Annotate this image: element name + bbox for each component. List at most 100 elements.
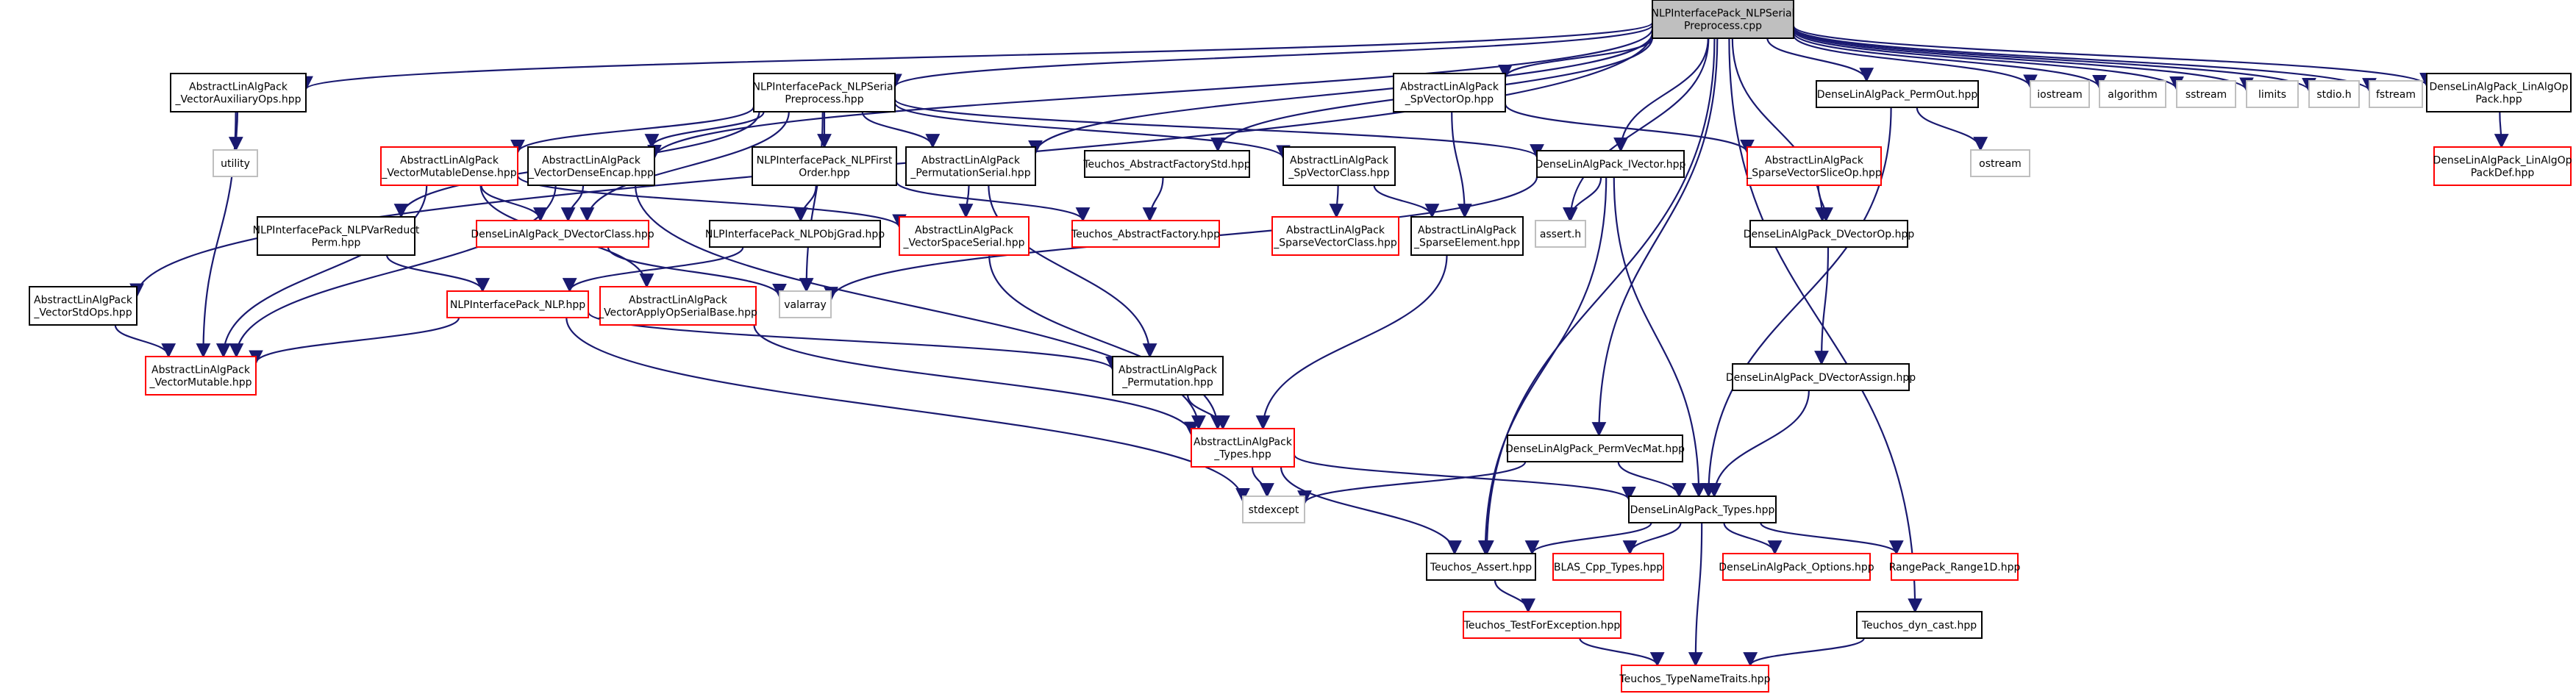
node-box (753, 73, 896, 112)
edge-sparseelem-to-types (1255, 254, 1448, 430)
edge-root-to-auxops (299, 21, 1654, 91)
node-label: NLPInterfacePack_NLPVarReduct (253, 225, 420, 237)
edge-root-to-tassert (1480, 37, 1716, 555)
node-label: _VectorAuxiliaryOps.hpp (175, 94, 302, 106)
node-utility[interactable]: utility (213, 149, 258, 177)
node-spvecclass[interactable]: AbstractLinAlgPack_SpVectorClass.hpp (1282, 146, 1396, 186)
node-spvecop[interactable]: AbstractLinAlgPack_SpVectorOp.hpp (1393, 73, 1506, 112)
node-label: PackDef.hpp (2471, 168, 2535, 179)
node-label: Preprocess.cpp (1684, 21, 1762, 32)
edge-root-to-dvectorop (1731, 37, 1830, 222)
node-box (709, 220, 881, 248)
node-label: limits (2258, 89, 2286, 101)
node-sparsevecclass[interactable]: AbstractLinAlgPack_SparseVectorClass.hpp (1271, 216, 1399, 256)
edge-spvecop-to-sparseelem (1451, 111, 1472, 218)
node-label: DenseLinAlgPack_DVectorClass.hpp (471, 229, 654, 240)
node-sstream[interactable]: sstream (2176, 80, 2236, 108)
node-label: Perm.hpp (312, 237, 361, 249)
node-vmutdense[interactable]: AbstractLinAlgPack_VectorMutableDense.hp… (380, 146, 518, 186)
node-box (905, 146, 1036, 186)
node-absfacstd[interactable]: Teuchos_AbstractFactoryStd.hpp (1082, 150, 1251, 178)
node-label: AbstractLinAlgPack (1286, 225, 1385, 237)
edge-spvecclass-to-sparsevecclass (1329, 185, 1344, 218)
node-dltypes[interactable]: DenseLinAlgPack_Types.hpp (1628, 496, 1777, 523)
node-fstream[interactable]: fstream (2369, 80, 2423, 108)
node-dvassign[interactable]: DenseLinAlgPack_DVectorAssign.hpp (1726, 363, 1916, 391)
node-applyop[interactable]: AbstractLinAlgPack_VectorApplyOpSerialBa… (598, 286, 757, 326)
node-tassert[interactable]: Teuchos_Assert.hpp (1426, 553, 1536, 581)
node-label: AbstractLinAlgPack (1194, 437, 1293, 448)
node-label: AbstractLinAlgPack (629, 295, 728, 307)
node-iostream[interactable]: iostream (2030, 80, 2090, 108)
node-auxops[interactable]: AbstractLinAlgPack_VectorAuxiliaryOps.hp… (170, 73, 307, 112)
node-label: DenseLinAlgPack_DVectorAssign.hpp (1726, 372, 1916, 384)
node-absfactory[interactable]: Teuchos_AbstractFactory.hpp (1071, 220, 1220, 248)
node-types[interactable]: AbstractLinAlgPack_Types.hpp (1191, 428, 1295, 468)
node-label: DenseLinAlgPack_LinAlgOp (2433, 155, 2572, 167)
node-label: AbstractLinAlgPack (542, 155, 641, 167)
edge-ivector-to-tassert (1477, 176, 1608, 555)
node-permutation[interactable]: AbstractLinAlgPack_Permutation.hpp (1112, 356, 1224, 396)
node-label: NLPInterfacePack_NLPSerial (1652, 8, 1795, 20)
node-vmutable[interactable]: AbstractLinAlgPack_VectorMutable.hpp (145, 356, 257, 396)
node-box (1747, 146, 1882, 186)
node-box (2433, 146, 2572, 186)
node-label: AbstractLinAlgPack (915, 225, 1014, 237)
node-range1d[interactable]: RangePack_Range1D.hpp (1889, 553, 2021, 581)
node-stdexcept[interactable]: stdexcept (1242, 496, 1305, 523)
node-dloptions[interactable]: DenseLinAlgPack_Options.hpp (1719, 553, 1874, 581)
node-vspaceserial[interactable]: AbstractLinAlgPack_VectorSpaceSerial.hpp (899, 216, 1030, 256)
node-dvectorclass[interactable]: DenseLinAlgPack_DVectorClass.hpp (471, 220, 654, 248)
node-algorithm[interactable]: algorithm (2099, 80, 2166, 108)
node-box (476, 220, 649, 248)
node-label: BLAS_Cpp_Types.hpp (1554, 562, 1663, 573)
node-typenametraits[interactable]: Teuchos_TypeNameTraits.hpp (1619, 665, 1771, 693)
node-asserth[interactable]: assert.h (1535, 220, 1586, 248)
edge-root-to-ivector (1613, 37, 1709, 152)
node-stdio[interactable]: stdio.h (2308, 80, 2360, 108)
node-box (380, 146, 518, 186)
node-label: NLPInterfacePack_NLPSerial (753, 82, 896, 93)
edge-serialhpp-to-valarray (799, 111, 824, 293)
node-ivector[interactable]: DenseLinAlgPack_IVector.hpp (1535, 150, 1686, 178)
node-dvectorop[interactable]: DenseLinAlgPack_DVectorOp.hpp (1744, 220, 1915, 248)
node-limits[interactable]: limits (2246, 80, 2299, 108)
node-permvecmat[interactable]: DenseLinAlgPack_PermVecMat.hpp (1505, 434, 1685, 462)
node-label: DenseLinAlgPack_LinAlgOp (2429, 82, 2568, 93)
node-label: AbstractLinAlgPack (921, 155, 1021, 167)
node-ostream[interactable]: ostream (1970, 149, 2030, 177)
node-label: stdio.h (2316, 89, 2351, 101)
edge-spvecop-to-sparsesliceop (1504, 103, 1755, 154)
node-blas[interactable]: BLAS_Cpp_Types.hpp (1552, 553, 1664, 581)
edge-dvassign-to-dltypes (1707, 390, 1810, 498)
node-permserial[interactable]: AbstractLinAlgPack_PermutationSerial.hpp (905, 146, 1036, 186)
node-box (1749, 220, 1908, 248)
node-sparsesliceop[interactable]: AbstractLinAlgPack_SparseVectorSliceOp.h… (1746, 146, 1882, 186)
node-testexc[interactable]: Teuchos_TestForException.hpp (1463, 611, 1621, 639)
node-label: DenseLinAlgPack_DVectorOp.hpp (1744, 229, 1915, 240)
node-box (446, 290, 589, 318)
node-box (779, 290, 832, 318)
edge-root-to-limits (1792, 28, 2254, 93)
node-sparseelem[interactable]: AbstractLinAlgPack_SparseElement.hpp (1410, 216, 1524, 256)
node-box (899, 216, 1030, 256)
node-stdops[interactable]: AbstractLinAlgPack_VectorStdOps.hpp (29, 286, 138, 326)
edge-serialhpp-to-vmutdense (510, 106, 755, 154)
node-nlpobjgrad[interactable]: NLPInterfacePack_NLPObjGrad.hpp (705, 220, 885, 248)
node-nlphpp[interactable]: NLPInterfacePack_NLP.hpp (446, 290, 589, 318)
node-dyncast[interactable]: Teuchos_dyn_cast.hpp (1856, 611, 1983, 639)
node-label: _VectorDenseEncap.hpp (528, 168, 654, 179)
node-label: _VectorSpaceSerial.hpp (903, 237, 1025, 249)
node-valarray[interactable]: valarray (779, 290, 832, 318)
node-box (1722, 553, 1871, 581)
node-vdenseencap[interactable]: AbstractLinAlgPack_VectorDenseEncap.hpp (527, 146, 655, 186)
node-label: Pack.hpp (2475, 94, 2522, 106)
edge-root-to-permout (1766, 37, 1874, 82)
node-permout[interactable]: DenseLinAlgPack_PermOut.hpp (1816, 80, 1979, 108)
